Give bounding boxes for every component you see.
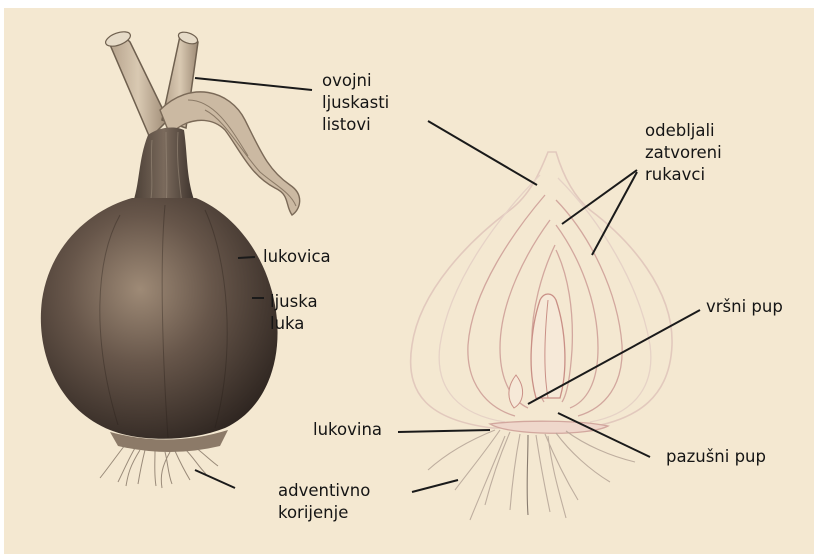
onion-cross-section [411, 152, 672, 520]
label-lukovina: lukovina [313, 419, 382, 441]
leader-odebljali-top [428, 121, 537, 185]
label-adventivno-korijenje: adventivno korijenje [278, 480, 370, 524]
label-ovojni-ljuskasti-listovi: ovojni ljuskasti listovi [322, 70, 389, 136]
dry-stalk-left [108, 35, 168, 138]
onion-bulb [41, 198, 278, 439]
label-odebljali-zatvoreni-rukavci: odebljali zatvoreni rukavci [645, 120, 722, 186]
whole-onion [41, 29, 300, 488]
leader-lukovina [398, 430, 490, 432]
label-pazusni-pup: pazušni pup [666, 446, 766, 468]
leader-ovojni [195, 78, 312, 90]
leader-lines [195, 78, 700, 492]
leader-odebljali-b [592, 172, 637, 255]
leader-adventivno-right [412, 480, 458, 492]
section-basal-plate [490, 421, 608, 433]
apical-bud [531, 294, 565, 398]
onion-neck [132, 127, 196, 205]
label-ljuska-luka: ljuska luka [270, 291, 318, 335]
label-lukovica: lukovica [263, 246, 331, 268]
leader-odebljali-a [562, 170, 637, 224]
leader-adventivno-left [195, 470, 235, 488]
leader-lukovica [238, 257, 255, 258]
roots-right [428, 430, 635, 520]
label-vrsni-pup: vršni pup [706, 296, 783, 318]
